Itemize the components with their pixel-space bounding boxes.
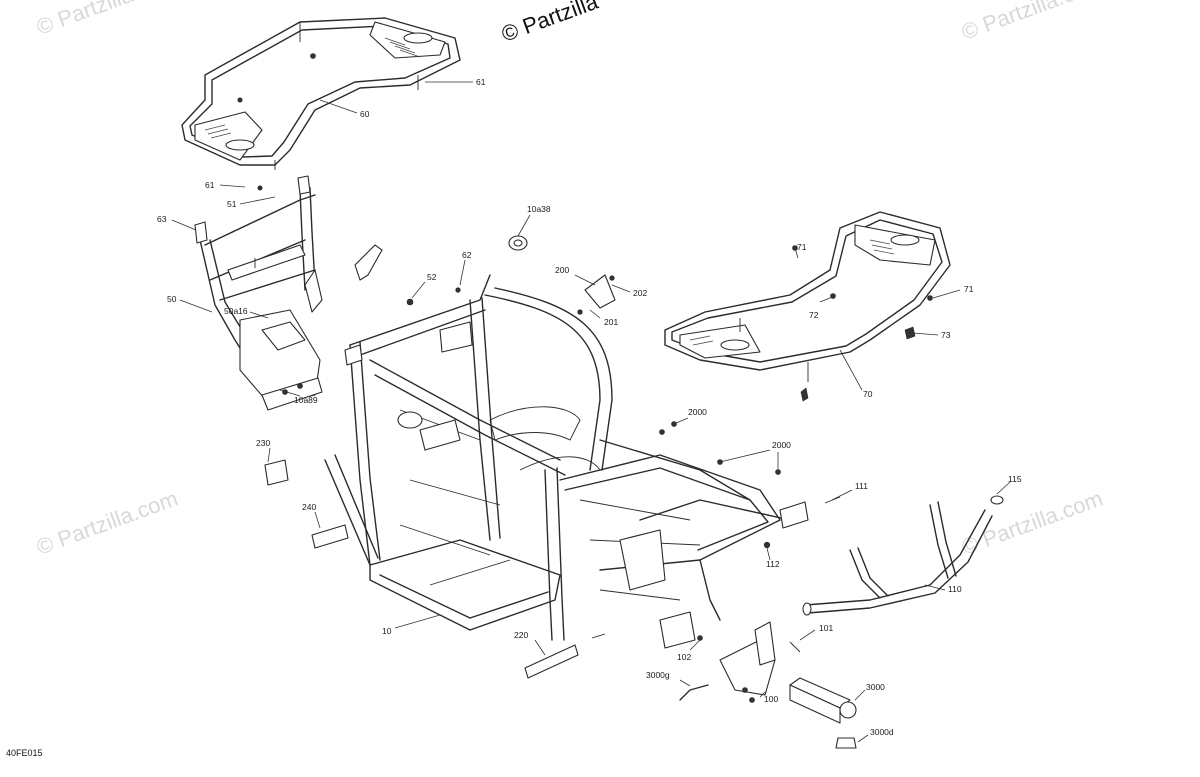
watermark-mid-left: © Partzilla.com bbox=[33, 486, 181, 560]
callout-200: 200 bbox=[555, 265, 569, 275]
callout-110: 110 bbox=[948, 584, 962, 594]
callout-115: 115 bbox=[1008, 474, 1022, 484]
callout-61: 61 bbox=[205, 180, 215, 190]
callout-labels: 60 61 61 51 63 50 50a16 10a89 52 62 10a3… bbox=[157, 77, 1022, 737]
callout-101: 101 bbox=[819, 623, 833, 633]
callout-10a38: 10a38 bbox=[527, 204, 551, 214]
callout-201: 201 bbox=[604, 317, 618, 327]
callout-70: 70 bbox=[863, 389, 873, 399]
main-frame bbox=[324, 274, 809, 649]
callout-240: 240 bbox=[302, 502, 316, 512]
front-rack bbox=[664, 211, 951, 402]
watermark-top-left: © Partzilla bbox=[33, 0, 137, 40]
callout-52: 52 bbox=[427, 272, 437, 282]
callout-71: 71 bbox=[964, 284, 974, 294]
callout-111: 111 bbox=[855, 481, 868, 491]
callout-60: 60 bbox=[360, 109, 370, 119]
callout-100: 100 bbox=[764, 694, 778, 704]
callout-71: 71 bbox=[797, 242, 807, 252]
callout-2000: 2000 bbox=[688, 407, 707, 417]
callout-102: 102 bbox=[677, 652, 691, 662]
watermark-mid-right: © Partzilla.com bbox=[958, 486, 1106, 560]
callout-50a16: 50a16 bbox=[224, 306, 248, 316]
drawing-code: 40FE015 bbox=[6, 748, 43, 758]
watermark-top-right: © Partzilla.com bbox=[958, 0, 1106, 45]
callout-50: 50 bbox=[167, 294, 177, 304]
watermark-group: © Partzilla © Partzilla.com © Partzilla.… bbox=[33, 0, 1106, 560]
callout-220: 220 bbox=[514, 630, 528, 640]
callout-63: 63 bbox=[157, 214, 167, 224]
callout-51: 51 bbox=[227, 199, 237, 209]
callout-3000g: 3000g bbox=[646, 670, 670, 680]
callout-2000: 2000 bbox=[772, 440, 791, 450]
callout-62: 62 bbox=[462, 250, 472, 260]
leader-lines bbox=[171, 81, 1011, 743]
callout-3000d: 3000d bbox=[870, 727, 894, 737]
callout-10: 10 bbox=[382, 626, 392, 636]
callout-202: 202 bbox=[633, 288, 647, 298]
callout-61: 61 bbox=[476, 77, 486, 87]
callout-72: 72 bbox=[809, 310, 819, 320]
callout-73: 73 bbox=[941, 330, 951, 340]
callout-3000: 3000 bbox=[866, 682, 885, 692]
front-bumper bbox=[194, 175, 414, 411]
callout-112: 112 bbox=[766, 559, 780, 569]
callout-10a89: 10a89 bbox=[294, 395, 318, 405]
callout-230: 230 bbox=[256, 438, 270, 448]
rear-rack bbox=[181, 17, 461, 170]
watermark-main: © Partzilla bbox=[498, 0, 602, 47]
rear-bumper bbox=[591, 495, 1004, 749]
